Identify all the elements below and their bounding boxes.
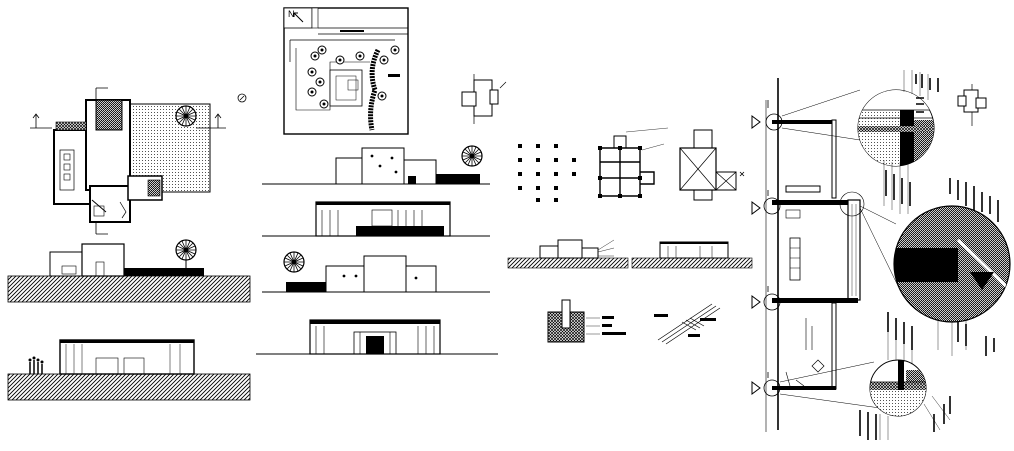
footing-detail [547,299,626,343]
column-grid [518,144,576,202]
elevation-north [262,145,490,185]
flashing-detail [654,303,721,345]
foundation-plan [598,127,669,198]
floor-plan [30,87,247,235]
detail-callouts [857,70,1011,440]
wall-section [751,78,901,432]
elevation-side [262,251,490,293]
elevation-front [262,201,490,237]
section-b [7,339,251,401]
mini-section-1 [507,239,629,269]
key-plan-1 [461,74,507,124]
detail-circle-top [857,70,935,214]
roof-plan [679,129,745,201]
label-stubs [859,74,999,440]
section-a [7,239,251,303]
north-arrow-icon [293,12,304,23]
elevation-rear [256,319,498,355]
site-plan: N [283,7,409,135]
north-label: N [288,9,295,19]
mini-section-2 [631,241,753,269]
people-icon [28,356,44,374]
key-plan-2 [957,84,987,126]
